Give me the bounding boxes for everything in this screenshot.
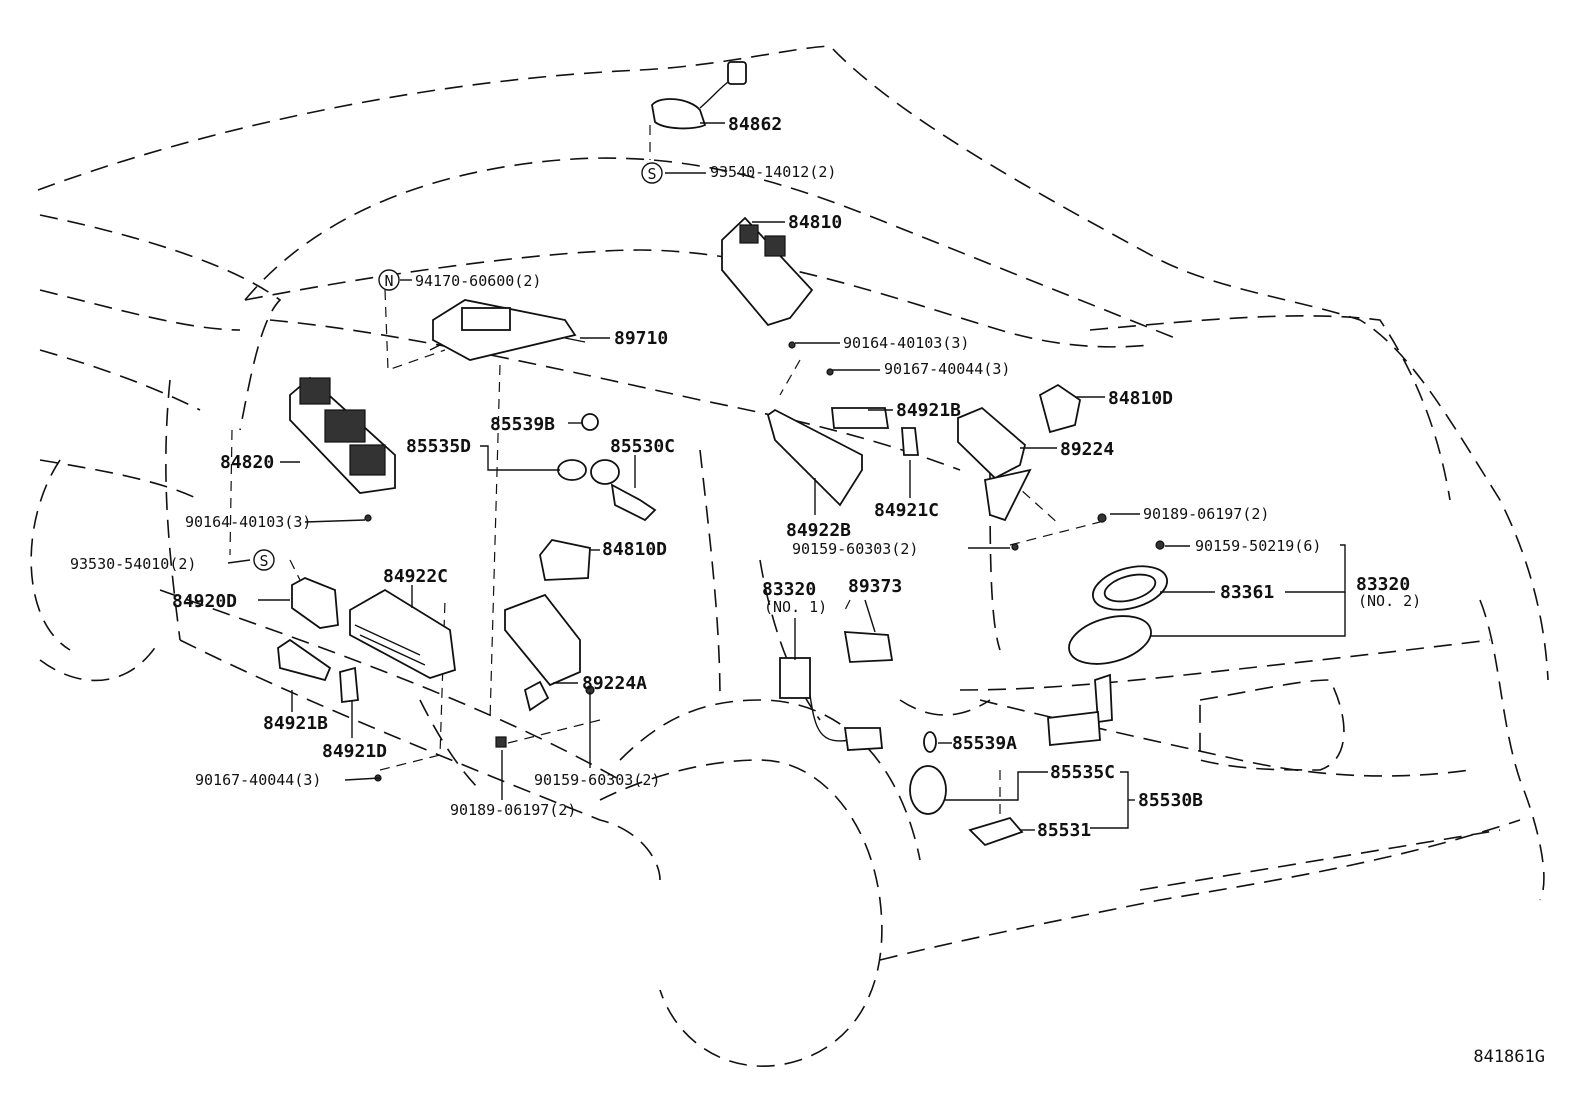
part-84862 [651,61,747,130]
label-83361: 83361 [1220,582,1274,603]
part-89224A [504,593,581,712]
part-84921B-bot [277,638,332,682]
label-90164-40103-top: 90164-40103(3) [843,334,969,352]
label-83320-no2: 83320 [1356,574,1410,595]
label-84921B-bot: 84921B [263,713,328,734]
part-84921C [901,427,920,456]
label-93540-14012: 93540-14012(2) [710,163,836,181]
vehicle-body-outline [30,45,1549,1067]
part-85531 [968,816,1024,847]
label-89224A: 89224A [582,673,647,694]
part-84820 [289,376,396,494]
label-83320-no1: 83320 [762,579,816,600]
part-83320-no2 [1047,615,1152,746]
label-85531: 85531 [1037,820,1091,841]
label-89373: 89373 [848,576,902,597]
label-90189-06197-bot: 90189-06197(2) [450,801,576,819]
symbol-s-left: S [253,549,275,571]
svg-text:S: S [259,552,268,570]
label-89224: 89224 [1060,439,1114,460]
part-85539A [923,731,937,753]
symbol-n: N [378,269,400,291]
part-84922C [349,588,456,679]
label-93530-54010: 93530-54010(2) [70,555,196,573]
label-90159-60303-bot: 90159-60303(2) [534,771,660,789]
symbol-s-top: S [641,162,663,184]
label-84921C: 84921C [874,500,939,521]
part-89710 [429,299,586,361]
label-94170-60600: 94170-60600(2) [415,272,541,290]
part-84922B [766,408,863,507]
part-84810D-mid [539,539,591,581]
label-90164-40103-left: 90164-40103(3) [185,513,311,531]
part-84921B-top [831,407,890,429]
label-89710: 89710 [614,328,668,349]
svg-text:N: N [384,272,393,290]
part-85535D [557,459,620,485]
leader-lines [227,122,1346,831]
part-83320-no1 [779,657,883,751]
part-89373 [843,631,894,663]
label-84921D: 84921D [322,741,387,762]
label-83320-no1-sub: (NO. 1) [764,598,827,616]
part-85539B [581,413,599,431]
diagram-id: 841861G [1473,1047,1545,1067]
label-85539A: 85539A [952,733,1017,754]
label-84922B: 84922B [786,520,851,541]
guide-lines [229,125,1101,830]
label-85530B: 85530B [1138,790,1203,811]
fasteners [364,341,1165,782]
part-84920D [291,577,339,629]
label-84810D-mid: 84810D [602,539,667,560]
label-84810: 84810 [788,212,842,233]
part-84810D-right [1038,383,1081,434]
label-83320-no2-sub: (NO. 2) [1358,592,1421,610]
label-84920D: 84920D [172,591,237,612]
label-90167-40044-bot: 90167-40044(3) [195,771,321,789]
part-89224 [957,406,1032,522]
part-85530C [610,483,657,522]
label-84862: 84862 [728,114,782,135]
part-85535C [909,765,947,815]
label-85539B: 85539B [490,414,555,435]
part-labels: 84862 93540-14012(2) 84810 94170-60600(2… [70,114,1421,841]
label-85535C: 85535C [1050,762,1115,783]
label-90167-40044-top: 90167-40044(3) [884,360,1010,378]
part-84921D [339,666,359,704]
svg-text:S: S [647,165,656,183]
label-84921B-top: 84921B [896,400,961,421]
label-84810D-right: 84810D [1108,388,1173,409]
label-84820: 84820 [220,452,274,473]
part-84810 [721,216,814,327]
label-85530C: 85530C [610,436,675,457]
part-83361 [1092,565,1168,611]
label-90189-06197-right: 90189-06197(2) [1143,505,1269,523]
label-90159-60303-mid: 90159-60303(2) [792,540,918,558]
label-85535D: 85535D [406,436,471,457]
label-84922C: 84922C [383,566,448,587]
label-90159-50219: 90159-50219(6) [1195,537,1321,555]
